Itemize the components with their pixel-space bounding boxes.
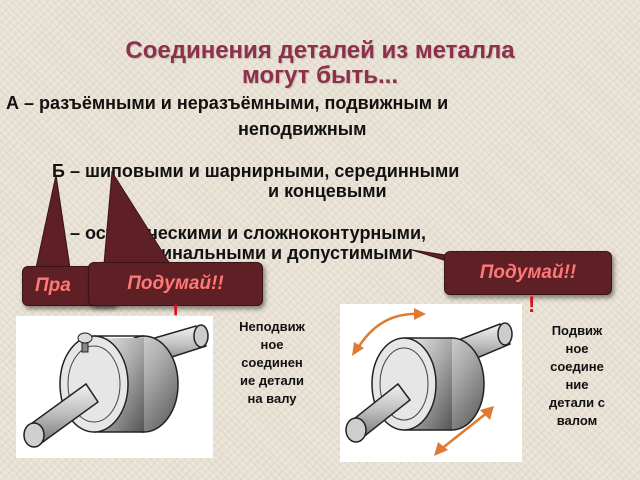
shaft-with-fixed-part-icon (23, 324, 209, 448)
caption-line: детали с (549, 395, 605, 410)
caption-line: ние (565, 377, 589, 392)
title-line-1: Соединения деталей из металла (125, 37, 515, 64)
callout-think-right[interactable]: Подумай!! (444, 251, 612, 295)
option-b-line-2[interactable]: и концевыми (268, 181, 387, 201)
moving-joint-image (340, 304, 522, 462)
option-a-line-2[interactable]: неподвижным (238, 119, 367, 139)
title-line-2: могут быть... (242, 62, 398, 89)
fixed-joint-image (16, 316, 213, 458)
shaft-with-moving-part-icon (345, 308, 513, 456)
slide-title: Соединения деталей из металла могут быть… (0, 38, 640, 88)
callout-think-left[interactable]: Подумай!! (88, 262, 263, 306)
exclamation-left: ! (172, 300, 180, 325)
fixed-joint-caption: Неподвиж ное соединен ие детали на валу (220, 318, 324, 408)
caption-line: Подвиж (551, 323, 603, 338)
caption-line: на валу (247, 391, 297, 406)
axial-arrow-icon (439, 411, 489, 451)
exclamation-right: ! (528, 292, 536, 317)
caption-line: ное (565, 341, 589, 356)
rotation-arrow-icon (356, 312, 421, 349)
option-b-line-1[interactable]: Б – шиповыми и шарнирными, серединными (52, 161, 460, 181)
caption-line: соедине (550, 359, 604, 374)
moving-joint-caption: Подвиж ное соедине ние детали с валом (532, 322, 622, 430)
option-a-line-1[interactable]: А – разъёмными и неразъёмными, подвижным… (6, 93, 449, 113)
caption-line: Неподвиж (239, 319, 305, 334)
caption-line: соединен (241, 355, 303, 370)
caption-line: ие детали (240, 373, 304, 388)
option-c-line-1[interactable]: В – осторическими и сложноконтурными, (52, 223, 427, 243)
caption-line: ное (260, 337, 284, 352)
option-c-line-2[interactable]: номинальными и допустимыми (126, 243, 413, 263)
caption-line: валом (556, 413, 598, 428)
